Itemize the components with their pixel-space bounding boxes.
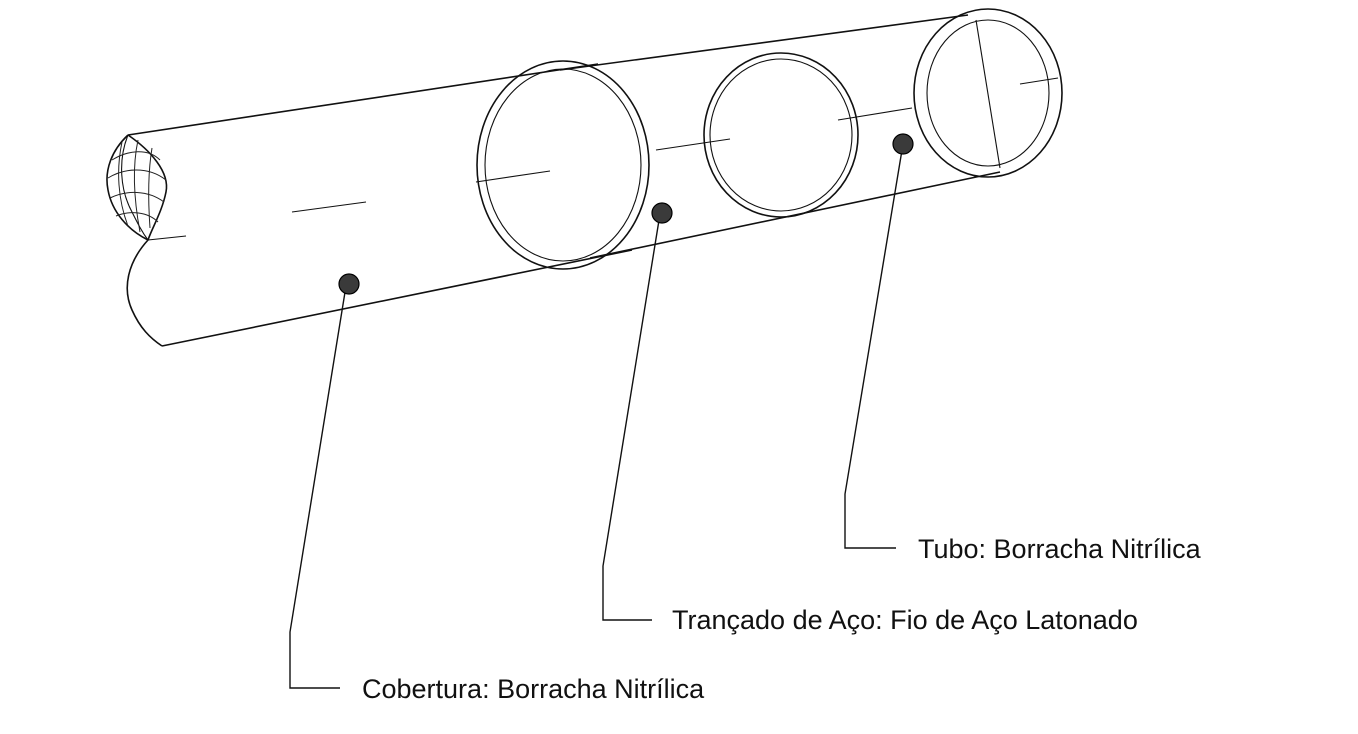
center-line [147,107,913,241]
leader-trancado [602,213,661,621]
label-cobertura: Cobertura: Borracha Nitrílica [362,674,705,704]
label-trancado: Trançado de Aço: Fio de Aço Latonado [672,605,1138,635]
torn-end-braid [107,134,168,241]
cover-layer [106,60,650,347]
tube-layer [913,8,1063,178]
marker-cobertura [338,273,360,295]
marker-trancado [651,202,673,224]
marker-tubo [892,133,914,155]
braid-layer [559,14,1001,259]
leaders [289,143,904,689]
label-tubo: Tubo: Borracha Nitrílica [918,534,1202,564]
leader-cobertura [289,285,347,689]
leader-tubo [844,143,904,549]
